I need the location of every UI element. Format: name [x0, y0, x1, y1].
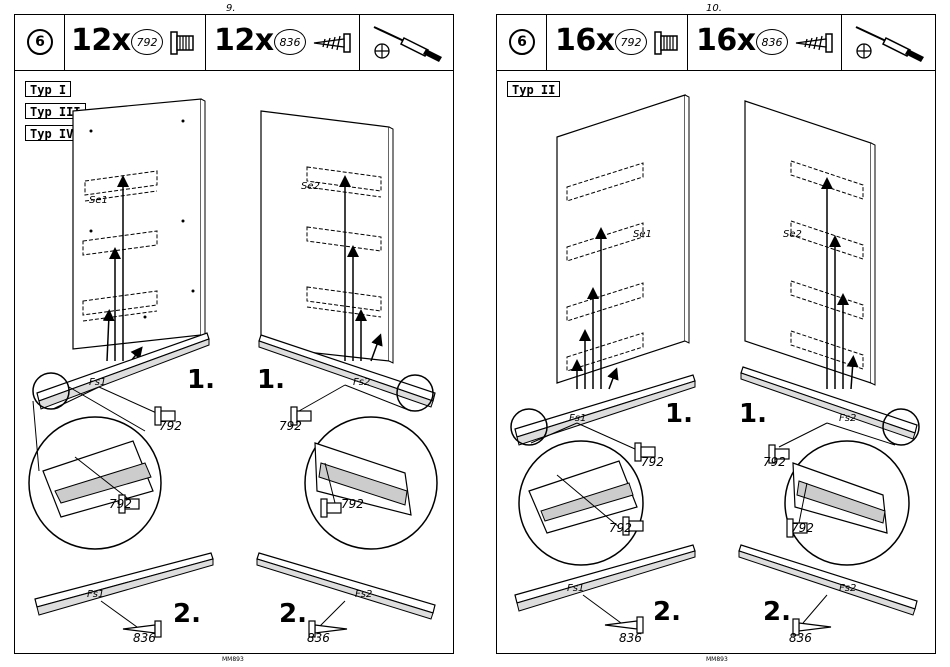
part-cell-cam-screw: 12x 792	[65, 15, 206, 70]
part-quantity: 16x	[555, 23, 615, 58]
phillips-screwdriver-icon	[848, 21, 930, 65]
screw-code-label: 792	[159, 419, 182, 433]
step-marker: 1.	[187, 365, 215, 395]
rail-label: Fs1	[89, 377, 106, 388]
wood-screw-icon	[310, 31, 354, 55]
step-marker: 2.	[653, 597, 681, 627]
panel-label: Se1	[89, 195, 108, 206]
part-code: 792	[131, 29, 163, 55]
cam-screw-icon	[651, 29, 681, 57]
step-cell: 6	[15, 15, 65, 70]
screw-code-label: 792	[763, 455, 786, 469]
screw-code-label: 792	[791, 521, 814, 535]
screw-code-label: 792	[279, 419, 302, 433]
part-cell-wood-screw: 12x 836	[206, 15, 360, 70]
rail-label: Fs2	[355, 589, 372, 600]
step-marker: 1.	[739, 399, 767, 429]
screw-code-label: 792	[341, 497, 364, 511]
part-code: 836	[274, 29, 306, 55]
step-marker: 2.	[279, 599, 307, 629]
rail-label: Fs2	[839, 413, 856, 424]
panel-label: Se1	[633, 229, 652, 240]
step-marker: 1.	[257, 365, 285, 395]
instruction-page-left: 6 12x 792 12x 836	[14, 14, 454, 654]
screw-code-label: 836	[789, 631, 812, 645]
rail-label: Fs1	[567, 583, 584, 594]
screw-code-label: 792	[109, 497, 132, 511]
step-marker: 2.	[173, 599, 201, 629]
rail-label: Fs2	[839, 583, 856, 594]
page-footer: MM893	[222, 656, 244, 663]
step-cell: 6	[497, 15, 547, 70]
instruction-page-right: 6 16x 792 16x 836	[496, 14, 936, 654]
part-quantity: 12x	[214, 23, 274, 58]
part-code: 792	[615, 29, 647, 55]
part-code: 836	[756, 29, 788, 55]
phillips-screwdriver-icon	[366, 21, 448, 65]
parts-header: 6 16x 792 16x 836	[497, 15, 935, 71]
rail-label: Fs1	[569, 413, 586, 424]
rail-label: Fs1	[87, 589, 104, 600]
tool-cell	[360, 15, 455, 71]
screw-code-label: 792	[641, 455, 664, 469]
page-footer: MM893	[706, 656, 728, 663]
step-number: 6	[27, 29, 53, 55]
assembly-drawing	[497, 71, 934, 653]
screw-code-label: 792	[609, 521, 632, 535]
part-quantity: 16x	[696, 23, 756, 58]
rail-label: Fs2	[353, 377, 370, 388]
screw-code-label: 836	[619, 631, 642, 645]
page-number: 10.	[706, 3, 722, 14]
tool-cell	[842, 15, 937, 71]
step-marker: 1.	[665, 399, 693, 429]
step-marker: 2.	[763, 597, 791, 627]
page-number: 9.	[226, 3, 236, 14]
wood-screw-icon	[792, 31, 836, 55]
part-quantity: 12x	[71, 23, 131, 58]
parts-header: 6 12x 792 12x 836	[15, 15, 453, 71]
step-number: 6	[509, 29, 535, 55]
part-cell-wood-screw: 16x 836	[688, 15, 842, 70]
panel-label: Se2	[783, 229, 802, 240]
cam-screw-icon	[167, 29, 197, 57]
panel-label: Se2	[301, 181, 320, 192]
assembly-drawing	[15, 71, 452, 653]
part-cell-cam-screw: 16x 792	[547, 15, 688, 70]
screw-code-label: 836	[307, 631, 330, 645]
screw-code-label: 836	[133, 631, 156, 645]
